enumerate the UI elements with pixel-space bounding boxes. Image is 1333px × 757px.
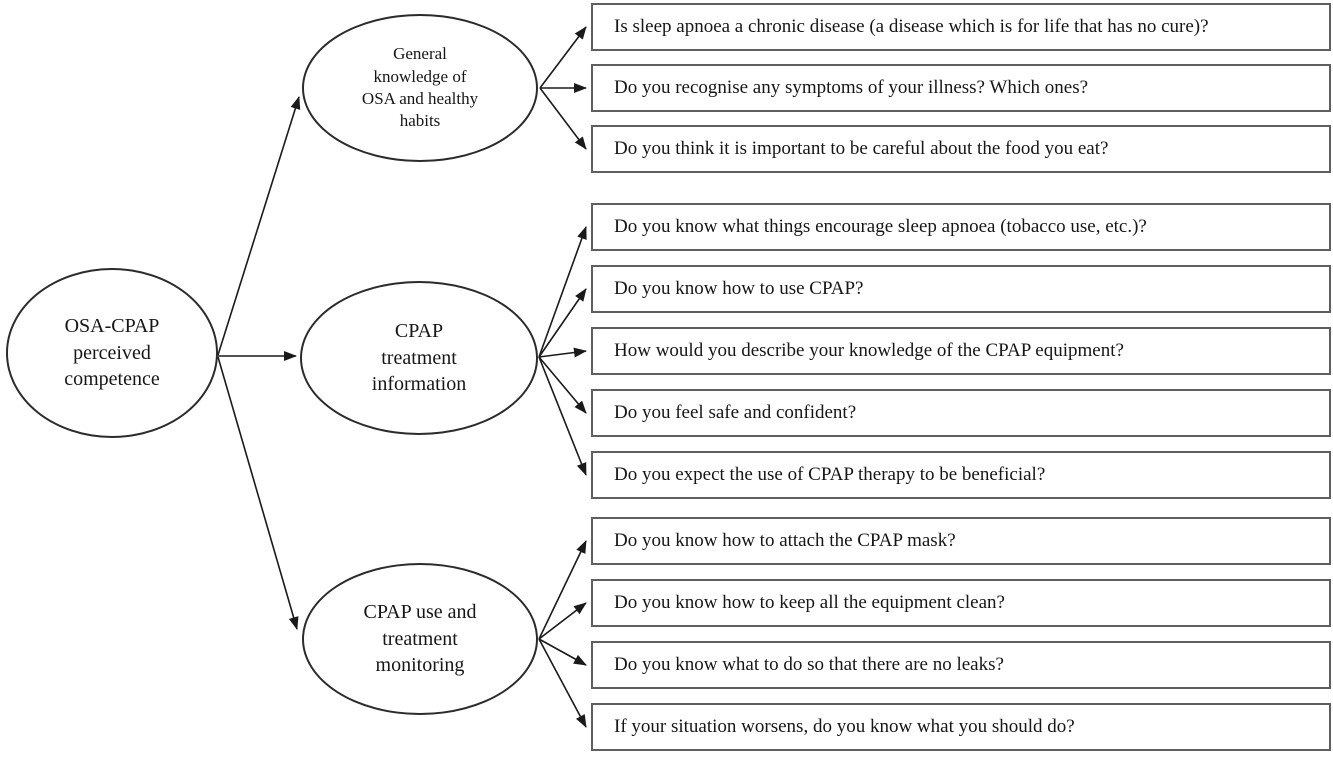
- question-box-treatment-5: Do you expect the use of CPAP therapy to…: [591, 451, 1331, 499]
- node-use-monitoring: CPAP use and treatment monitoring: [302, 563, 538, 715]
- question-box-general-2: Do you recognise any symptoms of your il…: [591, 64, 1331, 112]
- node-root-label: OSA-CPAP perceived competence: [64, 315, 160, 391]
- question-box-general-3: Do you think it is important to be caref…: [591, 125, 1331, 173]
- question-box-monitoring-3: Do you know what to do so that there are…: [591, 641, 1331, 689]
- question-box-monitoring-2: Do you know how to keep all the equipmen…: [591, 579, 1331, 627]
- question-box-treatment-3: How would you describe your knowledge of…: [591, 327, 1331, 375]
- arrow-root-to-general: [217, 96, 301, 356]
- arrow-monitoring-to-q4: [538, 638, 587, 728]
- question-box-treatment-1: Do you know what things encourage sleep …: [591, 203, 1331, 251]
- node-general-knowledge: General knowledge of OSA and healthy hab…: [302, 14, 538, 162]
- arrow-monitoring-to-q2: [538, 602, 587, 640]
- arrow-treatment-to-q2: [538, 288, 587, 358]
- question-box-monitoring-4: If your situation worsens, do you know w…: [591, 703, 1331, 751]
- arrow-general-to-q3: [539, 87, 587, 150]
- question-box-treatment-4: Do you feel safe and confident?: [591, 389, 1331, 437]
- question-box-general-1: Is sleep apnoea a chronic disease (a dis…: [591, 3, 1331, 51]
- node-use-monitoring-label: CPAP use and treatment monitoring: [363, 601, 477, 677]
- question-box-monitoring-1: Do you know how to attach the CPAP mask?: [591, 517, 1331, 565]
- arrow-monitoring-to-q1: [538, 540, 587, 640]
- node-treatment-information-label: CPAP treatment information: [371, 320, 467, 396]
- arrow-root-to-monitoring: [217, 356, 299, 630]
- arrow-treatment-to-q5: [538, 356, 587, 476]
- arrow-general-to-q1: [539, 26, 587, 89]
- node-general-knowledge-label: General knowledge of OSA and healthy hab…: [361, 44, 479, 131]
- arrow-treatment-to-q1: [538, 226, 587, 358]
- node-root-competence: OSA-CPAP perceived competence: [6, 268, 218, 438]
- arrow-treatment-to-q4: [538, 356, 587, 414]
- arrow-treatment-to-q3: [538, 347, 587, 358]
- question-box-treatment-2: Do you know how to use CPAP?: [591, 265, 1331, 313]
- arrow-monitoring-to-q3: [538, 638, 587, 666]
- node-treatment-information: CPAP treatment information: [300, 281, 538, 435]
